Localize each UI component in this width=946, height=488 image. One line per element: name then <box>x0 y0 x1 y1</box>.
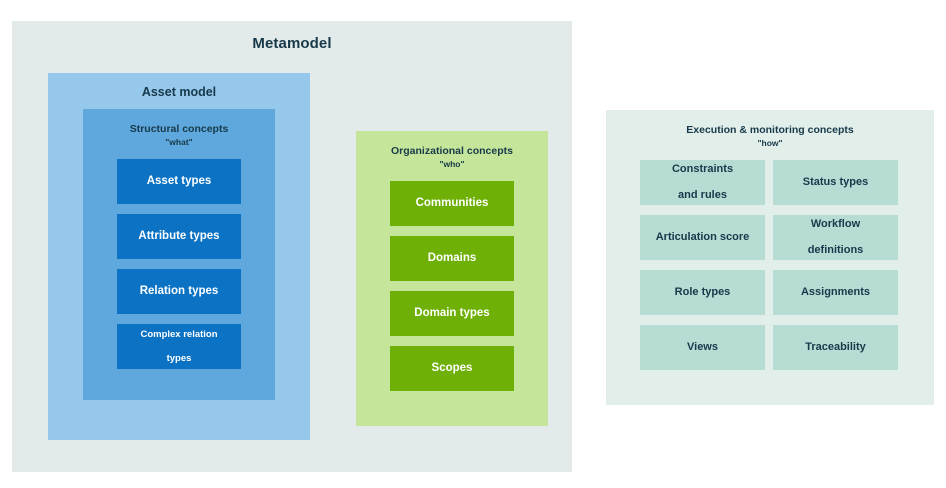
card-role-types[interactable]: Role types <box>640 270 765 315</box>
card-constraints-and-rules[interactable]: Constraints and rules <box>640 160 765 205</box>
organizational-concepts-heading: Organizational concepts "who" <box>356 145 548 170</box>
metamodel-container: Metamodel Asset model Structural concept… <box>12 21 572 472</box>
card-asset-types[interactable]: Asset types <box>117 159 241 204</box>
card-label: Complex relation types <box>140 329 217 365</box>
card-complex-relation-types[interactable]: Complex relation types <box>117 324 241 369</box>
card-domains[interactable]: Domains <box>390 236 514 281</box>
structural-concepts-container: Structural concepts "what" Asset types A… <box>83 109 275 400</box>
card-domain-types[interactable]: Domain types <box>390 291 514 336</box>
execution-monitoring-heading: Execution & monitoring concepts "how" <box>606 124 934 149</box>
execution-monitoring-subtitle: "how" <box>757 138 783 148</box>
card-articulation-score[interactable]: Articulation score <box>640 215 765 260</box>
card-label-line-2: and rules <box>678 189 727 201</box>
card-label: Constraints and rules <box>672 163 733 202</box>
card-label: Relation types <box>139 285 219 297</box>
card-relation-types[interactable]: Relation types <box>117 269 241 314</box>
card-communities[interactable]: Communities <box>390 181 514 226</box>
card-label: Role types <box>674 286 731 298</box>
card-label-line-2: types <box>166 352 192 364</box>
card-attribute-types[interactable]: Attribute types <box>117 214 241 259</box>
card-label: Status types <box>802 176 869 188</box>
card-label: Views <box>687 341 718 353</box>
structural-concepts-heading: Structural concepts "what" <box>83 123 275 148</box>
card-label: Attribute types <box>138 230 220 242</box>
execution-monitoring-title: Execution & monitoring concepts <box>686 124 854 136</box>
card-label-line-1: Workflow <box>810 218 861 230</box>
card-views[interactable]: Views <box>640 325 765 370</box>
card-label: Domain types <box>414 307 490 319</box>
card-label: Traceability <box>805 341 866 353</box>
organizational-concepts-subtitle: "who" <box>439 159 465 169</box>
card-label: Asset types <box>146 175 212 187</box>
card-label-line-2: definitions <box>807 244 864 256</box>
card-workflow-definitions[interactable]: Workflow definitions <box>773 215 898 260</box>
card-label-line-1: Constraints <box>671 163 734 175</box>
organizational-concepts-container: Organizational concepts "who" Communitie… <box>356 131 548 426</box>
card-label-line-1: Complex relation <box>140 328 218 340</box>
card-label: Assignments <box>800 286 871 298</box>
asset-model-title: Asset model <box>141 85 217 99</box>
organizational-concepts-title: Organizational concepts <box>391 145 513 157</box>
card-label: Domains <box>427 252 477 264</box>
card-traceability[interactable]: Traceability <box>773 325 898 370</box>
structural-concepts-title: Structural concepts <box>129 123 229 135</box>
metamodel-title: Metamodel <box>252 35 332 52</box>
card-assignments[interactable]: Assignments <box>773 270 898 315</box>
card-label: Articulation score <box>655 231 750 243</box>
card-scopes[interactable]: Scopes <box>390 346 514 391</box>
execution-monitoring-container: Execution & monitoring concepts "how" Co… <box>606 110 934 405</box>
card-label: Communities <box>415 197 489 209</box>
structural-concepts-subtitle: "what" <box>165 137 193 147</box>
asset-model-container: Asset model Structural concepts "what" A… <box>48 73 310 440</box>
card-label: Workflow definitions <box>808 218 864 257</box>
card-label: Scopes <box>431 362 473 374</box>
card-status-types[interactable]: Status types <box>773 160 898 205</box>
